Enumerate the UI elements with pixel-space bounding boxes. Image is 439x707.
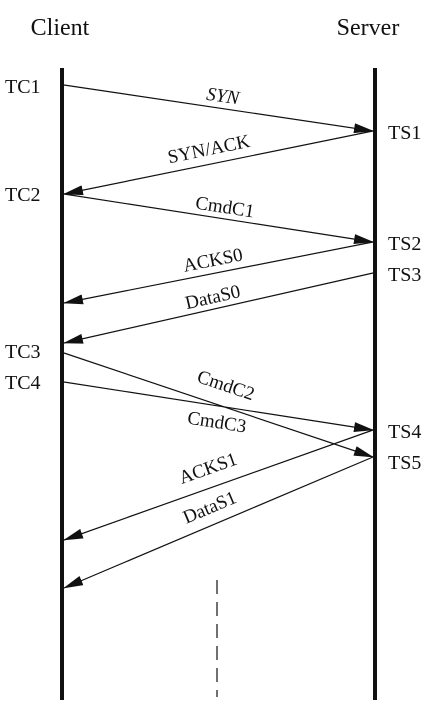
message-arrow-datas0 [63, 272, 374, 344]
client-time-label-tc1: TC1 [5, 76, 41, 98]
server-time-label-ts1: TS1 [388, 122, 421, 144]
message-arrow-acks1 [63, 429, 374, 541]
message-label-syn-ack: SYN/ACK [166, 131, 252, 168]
server-header: Server [337, 15, 400, 41]
client-time-label-tc3: TC3 [5, 341, 41, 363]
server-time-label-ts3: TS3 [388, 264, 421, 286]
server-time-label-ts5: TS5 [388, 452, 421, 474]
server-time-label-ts4: TS4 [388, 421, 421, 443]
client-time-label-tc4: TC4 [5, 372, 41, 394]
message-label-datas1: DataS1 [180, 487, 240, 528]
message-label-acks1: ACKS1 [176, 449, 240, 489]
message-label-acks0: ACKS0 [181, 244, 244, 276]
client-header: Client [31, 15, 90, 41]
message-arrow-cmdc3 [63, 381, 374, 433]
message-arrow-cmdc2 [63, 352, 374, 458]
message-arrow-acks0 [63, 241, 374, 305]
message-label-cmdc2: CmdC2 [194, 366, 257, 405]
message-label-cmdc1: CmdC1 [194, 193, 256, 223]
server-time-label-ts2: TS2 [388, 233, 421, 255]
message-arrow-datas1 [63, 456, 374, 589]
client-time-label-tc2: TC2 [5, 184, 41, 206]
message-label-syn: SYN [205, 84, 242, 110]
message-arrow-syn-ack [63, 130, 374, 196]
message-arrow-syn [63, 84, 374, 134]
message-arrow-cmdc1 [63, 193, 374, 245]
